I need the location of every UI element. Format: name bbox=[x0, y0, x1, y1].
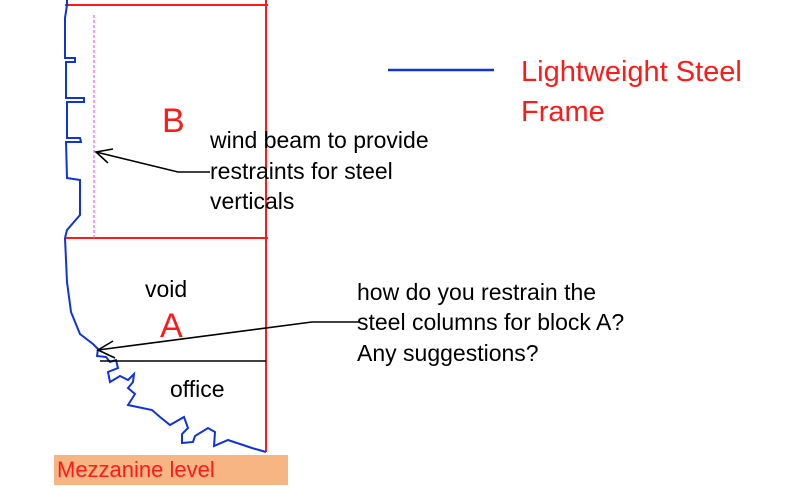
steel-frame-outline-block-a bbox=[64, 237, 267, 453]
office-room-label: office bbox=[170, 376, 225, 402]
restrain-annotation-line2: steel columns for block A? bbox=[357, 309, 625, 335]
restrain-annotation-line3: Any suggestions? bbox=[357, 340, 539, 366]
wind-beam-annotation-line3: verticals bbox=[210, 188, 295, 214]
wind-beam-arrowhead bbox=[94, 148, 114, 164]
restrain-arrowhead bbox=[96, 340, 116, 359]
wind-beam-annotation-line2: restraints for steel bbox=[210, 158, 393, 184]
block-b-label: B bbox=[162, 102, 185, 140]
void-room-label: void bbox=[145, 276, 188, 302]
legend-label-line2: Frame bbox=[521, 96, 605, 128]
wind-beam-annotation-line1: wind beam to provide bbox=[210, 127, 429, 153]
wind-beam-leader-line bbox=[95, 151, 210, 173]
legend-label-line1: Lightweight Steel bbox=[521, 56, 742, 88]
mezzanine-level-label: Mezzanine level bbox=[54, 455, 288, 485]
restrain-annotation-line1: how do you restrain the bbox=[357, 279, 597, 305]
restrain-leader-line bbox=[97, 321, 360, 351]
block-a-label: A bbox=[160, 307, 183, 345]
steel-frame-outline-block-b bbox=[64, 0, 85, 239]
